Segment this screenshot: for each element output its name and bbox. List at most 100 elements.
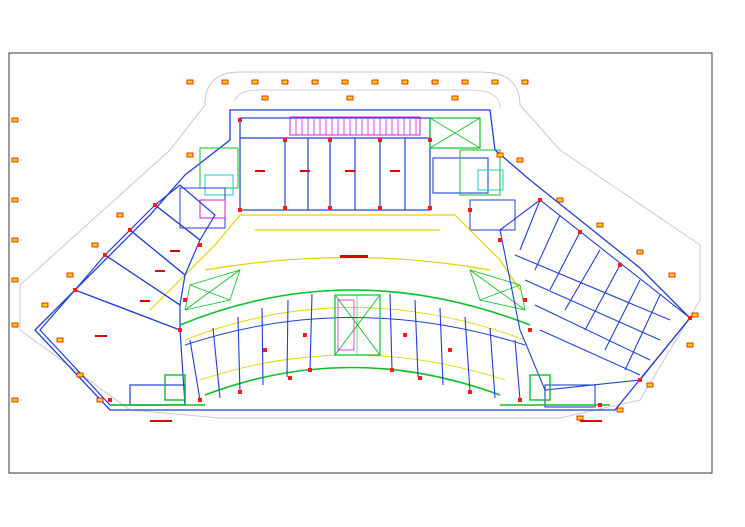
- arc-shop-dividers: [189, 293, 521, 401]
- left-core: [179, 147, 239, 229]
- column-marker: [390, 368, 394, 372]
- column-marker: [468, 208, 472, 212]
- column-marker: [308, 368, 312, 372]
- columns: [73, 118, 692, 407]
- grid-tag: [11, 197, 19, 203]
- grid-tag: [11, 117, 19, 123]
- column-marker: [283, 206, 287, 210]
- column-marker: [263, 348, 267, 352]
- column-marker: [238, 390, 242, 394]
- grid-tag: [11, 322, 19, 328]
- site-outline: [19, 71, 701, 419]
- grid-tag: [261, 95, 269, 101]
- grid-tag: [116, 212, 124, 218]
- grid-tag: [221, 79, 229, 85]
- grid-tag: [461, 79, 469, 85]
- grid-tag: [11, 157, 19, 163]
- column-marker: [378, 138, 382, 142]
- grid-tag: [186, 152, 194, 158]
- column-marker: [598, 403, 602, 407]
- central-atrium: [334, 294, 381, 356]
- floor-slab-outline: [34, 109, 691, 411]
- grid-tag: [11, 237, 19, 243]
- grid-tag: [11, 397, 19, 403]
- grid-tag: [346, 95, 354, 101]
- grid-tag: [686, 342, 694, 348]
- column-marker: [403, 333, 407, 337]
- column-marker: [428, 206, 432, 210]
- corridor: [149, 214, 521, 311]
- grid-tag: [56, 337, 64, 343]
- grid-tag: [496, 152, 504, 158]
- grid-tags: [11, 79, 699, 421]
- grid-tag: [41, 302, 49, 308]
- column-marker: [618, 263, 622, 267]
- grid-tag: [186, 79, 194, 85]
- column-marker: [418, 376, 422, 380]
- grid-tag: [576, 415, 584, 421]
- column-marker: [108, 398, 112, 402]
- column-marker: [378, 206, 382, 210]
- column-marker: [238, 118, 242, 122]
- bottom-circulation: [110, 374, 610, 406]
- grid-tag: [691, 312, 699, 318]
- grid-tag: [11, 277, 19, 283]
- column-marker: [198, 243, 202, 247]
- column-marker: [538, 198, 542, 202]
- top-store-row: [239, 117, 431, 211]
- right-wing: [499, 199, 691, 408]
- column-marker: [103, 253, 107, 257]
- grid-tag: [251, 79, 259, 85]
- column-marker: [303, 333, 307, 337]
- grid-tag: [311, 79, 319, 85]
- column-marker: [428, 138, 432, 142]
- grid-tag: [281, 79, 289, 85]
- column-marker: [498, 238, 502, 242]
- grid-tag: [66, 272, 74, 278]
- column-marker: [238, 208, 242, 212]
- grid-tag: [76, 372, 84, 378]
- grid-tag: [341, 79, 349, 85]
- column-marker: [688, 316, 692, 320]
- column-marker: [328, 138, 332, 142]
- column-marker: [183, 298, 187, 302]
- column-marker: [328, 206, 332, 210]
- column-marker: [73, 288, 77, 292]
- column-marker: [638, 378, 642, 382]
- grid-tag: [491, 79, 499, 85]
- grid-tag: [668, 272, 676, 278]
- column-marker: [198, 398, 202, 402]
- grid-tag: [401, 79, 409, 85]
- column-marker: [283, 138, 287, 142]
- column-marker: [448, 348, 452, 352]
- left-wing: [39, 184, 216, 406]
- site-outline-inner: [234, 89, 501, 109]
- grid-tag: [451, 95, 459, 101]
- column-marker: [518, 398, 522, 402]
- column-marker: [468, 390, 472, 394]
- column-marker: [523, 298, 527, 302]
- grid-tag: [96, 397, 104, 403]
- column-marker: [178, 328, 182, 332]
- grid-tag: [516, 157, 524, 163]
- grid-tag: [616, 407, 624, 413]
- grid-tag: [556, 197, 564, 203]
- room-labels: [95, 170, 602, 422]
- grid-tag: [371, 79, 379, 85]
- grid-tag: [521, 79, 529, 85]
- column-marker: [288, 376, 292, 380]
- column-marker: [528, 328, 532, 332]
- column-marker: [153, 203, 157, 207]
- right-core: [459, 149, 516, 231]
- grid-tag: [431, 79, 439, 85]
- central-arcs: [179, 289, 531, 396]
- sheet-border: [8, 52, 713, 474]
- grid-tag: [646, 382, 654, 388]
- top-grid: [289, 116, 421, 136]
- grid-tag: [636, 249, 644, 255]
- column-marker: [128, 228, 132, 232]
- grid-tag: [596, 222, 604, 228]
- top-right-void: [429, 117, 489, 194]
